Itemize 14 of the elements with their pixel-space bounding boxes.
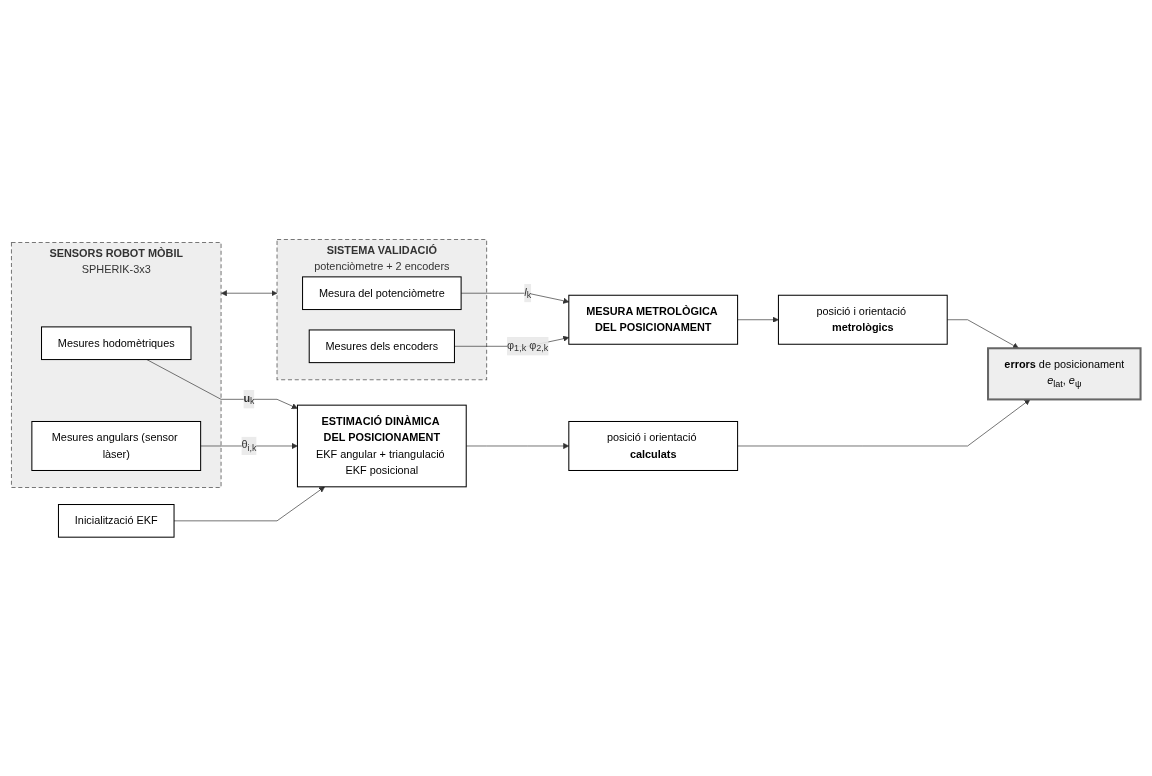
node-box: errors de posicionament e$_{lat}$, e$_{ψ}$ [987,346,1142,401]
node-box: ESTIMACIÓ DINÀMICA DEL POSICIONAMENT EKF angular + triangulació EKF posicional [296,404,467,487]
edge-label: θ$_{i,k}$ [241,438,257,453]
node-box: Mesures dels encoders [308,329,455,363]
edge-label: u$_{k}$ [243,391,255,407]
node-box: posició i orientació metrològics [777,294,948,345]
edge-label: l$_{k}$ [524,285,532,301]
node-box: Mesures angulars (sensor làser) [31,420,202,471]
node-box: MESURA METROLÒGICA DEL POSICIONAMENT [568,294,739,345]
node-box: Mesura del potenciòmetre [302,276,462,310]
node-box: Mesures hodomètriques [41,326,192,360]
node-box: Inicialització EKF [57,503,175,538]
edge-label: φ$_{1,k}$ φ$_{2,k}$ [507,338,549,354]
node-box: posició i orientació calculats [568,420,739,471]
